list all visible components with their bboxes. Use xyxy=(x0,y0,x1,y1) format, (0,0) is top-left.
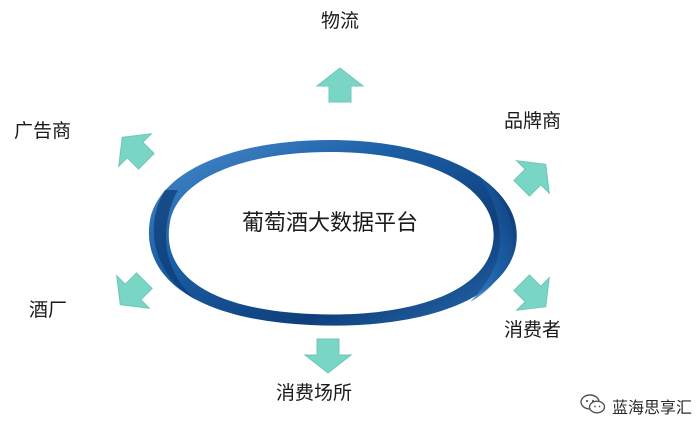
arrow-advertiser xyxy=(118,133,155,170)
arrow-winery xyxy=(116,272,153,309)
node-label-logistics: 物流 xyxy=(321,10,360,32)
node-label-advertiser: 广告商 xyxy=(14,120,72,142)
arrow-consumer xyxy=(513,274,550,311)
arrow-logistics xyxy=(315,67,365,103)
center-label: 葡萄酒大数据平台 xyxy=(241,211,419,236)
watermark-text: 蓝海思享汇 xyxy=(611,398,692,417)
arrow-brand xyxy=(513,160,550,197)
node-label-winery: 酒厂 xyxy=(29,299,68,321)
platform-ring xyxy=(148,140,517,326)
node-label-consumer: 消费者 xyxy=(504,319,562,341)
watermark: 蓝海思享汇 xyxy=(580,394,692,418)
node-label-venue: 消费场所 xyxy=(276,382,353,404)
node-label-brand: 品牌商 xyxy=(504,110,562,132)
arrow-venue xyxy=(303,338,353,374)
wechat-icon xyxy=(580,394,606,418)
